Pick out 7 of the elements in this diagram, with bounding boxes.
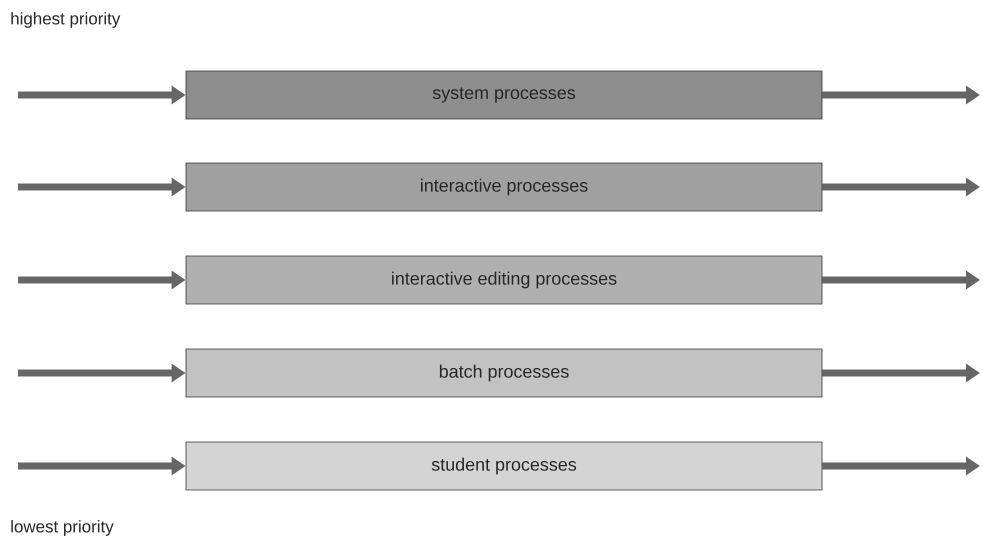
process-box: interactive editing processes — [186, 256, 822, 304]
process-box: batch processes — [186, 348, 822, 398]
process-box: system processes — [186, 70, 822, 120]
process-box: interactive processes — [186, 162, 822, 212]
process-box: student processes — [186, 442, 822, 490]
priority-label: lowest priority — [11, 520, 114, 536]
priority-label: highest priority — [11, 12, 120, 28]
